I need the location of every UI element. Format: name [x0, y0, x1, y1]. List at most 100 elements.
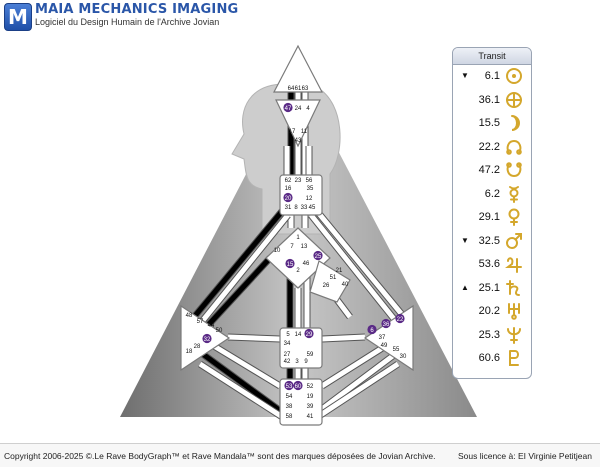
gate-label: 4 [306, 106, 310, 112]
transit-value: 32.5 [478, 234, 500, 247]
mars-icon [506, 232, 522, 249]
gate-label: 21 [336, 268, 343, 274]
gate-label: 52 [307, 384, 314, 390]
transit-value: 6.2 [484, 187, 500, 200]
gate-label: 18 [186, 349, 193, 355]
gate-label: 55 [393, 347, 400, 353]
gate-label: 57 [197, 319, 204, 325]
earth-icon [506, 91, 522, 108]
channel-line [308, 350, 400, 420]
south-node-icon [506, 162, 522, 178]
channel-line [198, 361, 289, 423]
gate-label: 53 [286, 384, 293, 390]
ego-center [309, 260, 351, 303]
channels [191, 92, 407, 423]
transit-title: Transit [453, 48, 531, 65]
gate-highlight [202, 333, 212, 344]
uranus-icon [508, 303, 520, 320]
gate-label: 54 [286, 394, 293, 400]
gate-label: 40 [342, 282, 349, 288]
gate-label: 17 [289, 129, 296, 135]
transit-row: 20.2 [453, 300, 531, 324]
gate-label: 29 [306, 332, 313, 338]
gate-label: 47 [285, 106, 292, 112]
gate-label: 8 [294, 205, 298, 211]
head-center [273, 44, 323, 93]
transit-row: ▼32.5 [453, 230, 531, 254]
gate-highlight [283, 192, 293, 203]
gate-label: 25 [315, 254, 322, 260]
gate-highlight [381, 318, 391, 329]
transit-value: 15.5 [478, 117, 500, 129]
saturn-icon [506, 279, 520, 296]
gate-label: 12 [306, 196, 313, 202]
gate-label: 15 [287, 262, 294, 268]
gate-label: 60 [295, 384, 302, 390]
gate-label: 1 [296, 235, 300, 241]
transit-row: 53.6 [453, 253, 531, 277]
transit-value: 22.2 [478, 140, 500, 153]
transit-value: 47.2 [478, 164, 500, 176]
gate-label: 63 [302, 86, 309, 92]
gate-label: 45 [309, 205, 316, 211]
root-center [279, 378, 323, 426]
app-header: M MAIA MECHANICS IMAGING Logiciel du Des… [0, 0, 600, 34]
gate-highlight [367, 324, 377, 335]
gate-label: 39 [307, 404, 314, 410]
transit-value: 36.1 [478, 93, 500, 106]
gate-label: 11 [301, 129, 308, 135]
transit-row: 15.5 [453, 112, 531, 136]
moon-icon [511, 115, 520, 131]
gate-label: 28 [194, 344, 201, 350]
gate-label: 46 [303, 261, 310, 267]
transit-panel: Transit ▼ 6.1 36.1 15.5 22.2 47.2 6.2 29.1 ▼32.5… [452, 47, 532, 379]
license-text: Sous licence à: EI Virginie Petitjean [457, 451, 592, 461]
gate-label: 27 [284, 352, 291, 358]
channel-line [309, 213, 400, 326]
gate-label: 44 [208, 323, 215, 329]
transit-value: 6.1 [484, 70, 500, 82]
sacral-center [279, 327, 323, 369]
gate-highlight [285, 258, 295, 269]
gate-label: 43 [295, 138, 302, 144]
gate-highlight [395, 313, 405, 324]
channel-line [314, 208, 406, 319]
sun-icon [506, 68, 522, 84]
gate-label: 51 [330, 275, 337, 281]
channel-line [227, 334, 281, 342]
transit-value: 60.6 [478, 352, 500, 364]
gate-label: 48 [186, 313, 193, 319]
gate-label: 35 [307, 186, 314, 192]
channel-line [198, 256, 272, 336]
gate-label: 5 [286, 332, 290, 338]
transit-value: 20.2 [478, 305, 500, 317]
channel-line [198, 213, 290, 326]
transit-arrow: ▲ [461, 282, 469, 292]
transit-row: 6.2 [453, 183, 531, 207]
gate-label: 30 [400, 354, 407, 360]
transit-value: 29.1 [478, 211, 500, 223]
gate-label: 61 [295, 86, 302, 92]
gate-label: 10 [274, 248, 281, 254]
gate-label: 19 [307, 394, 314, 400]
gate-highlight [293, 380, 303, 391]
gate-label: 3 [295, 359, 299, 365]
throat-center [279, 174, 323, 216]
gate-label: 36 [383, 322, 390, 328]
pluto-icon [509, 350, 519, 366]
gate-label: 50 [216, 328, 223, 334]
transit-row: 36.1 [453, 89, 531, 113]
gate-label: 32 [204, 337, 211, 343]
gate-label: 13 [301, 244, 308, 250]
transit-value: 53.6 [478, 258, 500, 270]
transit-value: 25.3 [478, 328, 500, 341]
gate-label: 16 [285, 186, 292, 192]
gate-label: 23 [295, 178, 302, 184]
transit-arrow: ▼ [461, 71, 469, 80]
gate-label: 26 [323, 283, 330, 289]
gate-label: 34 [284, 341, 291, 347]
transit-row: 60.6 [453, 347, 531, 371]
jupiter-icon [505, 257, 522, 273]
